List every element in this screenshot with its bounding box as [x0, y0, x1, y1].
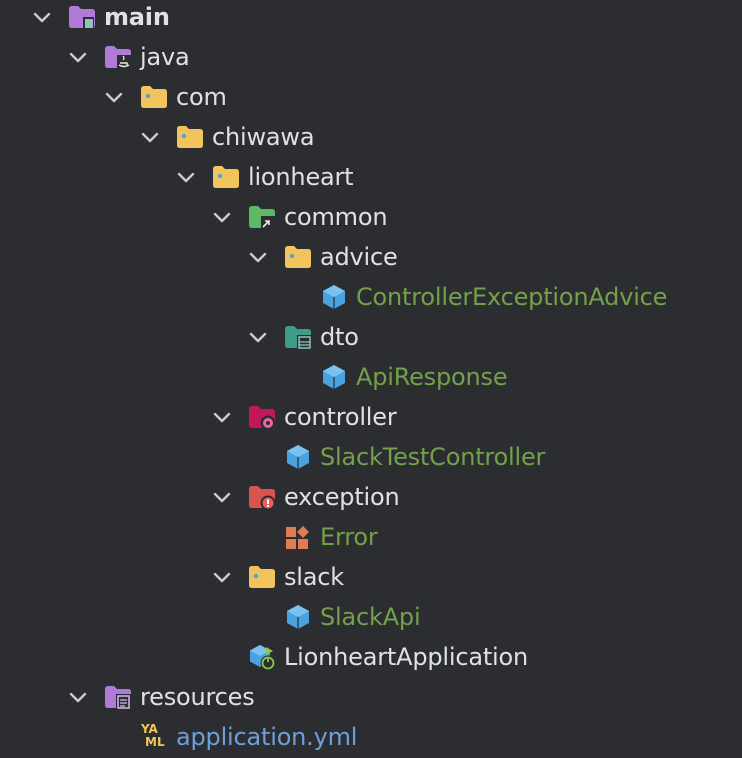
package-folder-icon [213, 166, 239, 188]
tree-node-label: common [284, 203, 388, 231]
class-icon [323, 365, 345, 389]
tree-node-label: com [176, 83, 227, 111]
package-folder-icon [177, 126, 203, 148]
chevron-down-icon[interactable] [248, 247, 268, 267]
class-icon [287, 445, 309, 469]
tree-node-com[interactable]: com [0, 77, 742, 117]
chevron-down-icon[interactable] [68, 47, 88, 67]
chevron-down-icon[interactable] [32, 7, 52, 27]
tree-node-label: chiwawa [212, 123, 315, 151]
dto-package-icon [285, 326, 311, 350]
tree-node-slack[interactable]: slack [0, 557, 742, 597]
tree-node-label: dto [320, 323, 359, 351]
tree-node-label: Error [320, 523, 378, 551]
tree-node-advice[interactable]: advice [0, 237, 742, 277]
class-icon [287, 605, 309, 629]
tree-node-api-response[interactable]: ApiResponse [0, 357, 742, 397]
tree-node-chiwawa[interactable]: chiwawa [0, 117, 742, 157]
chevron-down-icon[interactable] [212, 407, 232, 427]
tree-node-exception[interactable]: exception [0, 477, 742, 517]
package-folder-icon [141, 86, 167, 108]
chevron-down-icon[interactable] [104, 87, 124, 107]
tree-node-main[interactable]: main [0, 0, 742, 37]
chevron-down-icon[interactable] [248, 327, 268, 347]
tree-node-slack-api[interactable]: SlackApi [0, 597, 742, 637]
java-source-root-icon [105, 46, 131, 70]
common-package-icon [249, 206, 275, 230]
package-folder-icon [249, 566, 275, 588]
controller-package-icon [249, 406, 276, 431]
chevron-down-icon[interactable] [68, 687, 88, 707]
tree-node-label: exception [284, 483, 400, 511]
class-icon [323, 285, 345, 309]
yaml-badge-bottom: ML [145, 735, 165, 749]
tree-node-label: LionheartApplication [284, 643, 528, 671]
yaml-file-icon: YA ML [140, 723, 170, 753]
tree-node-error[interactable]: Error [0, 517, 742, 557]
chevron-down-icon[interactable] [212, 487, 232, 507]
tree-node-label: application.yml [176, 723, 358, 751]
tree-node-label: lionheart [248, 163, 354, 191]
tree-node-label: ControllerExceptionAdvice [356, 283, 668, 311]
chevron-down-icon[interactable] [176, 167, 196, 187]
tree-node-label: advice [320, 243, 398, 271]
yaml-badge-top: YA [141, 722, 158, 736]
module-source-folder-icon [69, 6, 95, 29]
tree-node-label: ApiResponse [356, 363, 508, 391]
package-folder-icon [285, 246, 311, 268]
tree-node-lionheart-application[interactable]: LionheartApplication [0, 637, 742, 677]
tree-node-resources[interactable]: resources [0, 677, 742, 717]
tree-node-label: resources [140, 683, 255, 711]
enum-icon [286, 526, 309, 549]
spring-boot-application-icon [250, 645, 276, 671]
tree-node-controller-exception-advice[interactable]: ControllerExceptionAdvice [0, 277, 742, 317]
tree-node-label: controller [284, 403, 397, 431]
resources-root-icon [105, 686, 131, 710]
tree-node-controller[interactable]: controller [0, 397, 742, 437]
chevron-down-icon[interactable] [212, 567, 232, 587]
tree-node-application-yml[interactable]: YA ML application.yml [0, 717, 742, 757]
tree-node-lionheart[interactable]: lionheart [0, 157, 742, 197]
chevron-down-icon[interactable] [212, 207, 232, 227]
exception-package-icon [249, 486, 276, 511]
tree-node-common[interactable]: common [0, 197, 742, 237]
tree-node-label: SlackApi [320, 603, 421, 631]
tree-node-java[interactable]: java [0, 37, 742, 77]
chevron-down-icon[interactable] [140, 127, 160, 147]
tree-node-label: main [104, 3, 170, 31]
tree-node-dto[interactable]: dto [0, 317, 742, 357]
tree-node-label: java [140, 43, 190, 71]
tree-node-label: SlackTestController [320, 443, 546, 471]
tree-node-slack-test-controller[interactable]: SlackTestController [0, 437, 742, 477]
tree-node-label: slack [284, 563, 344, 591]
